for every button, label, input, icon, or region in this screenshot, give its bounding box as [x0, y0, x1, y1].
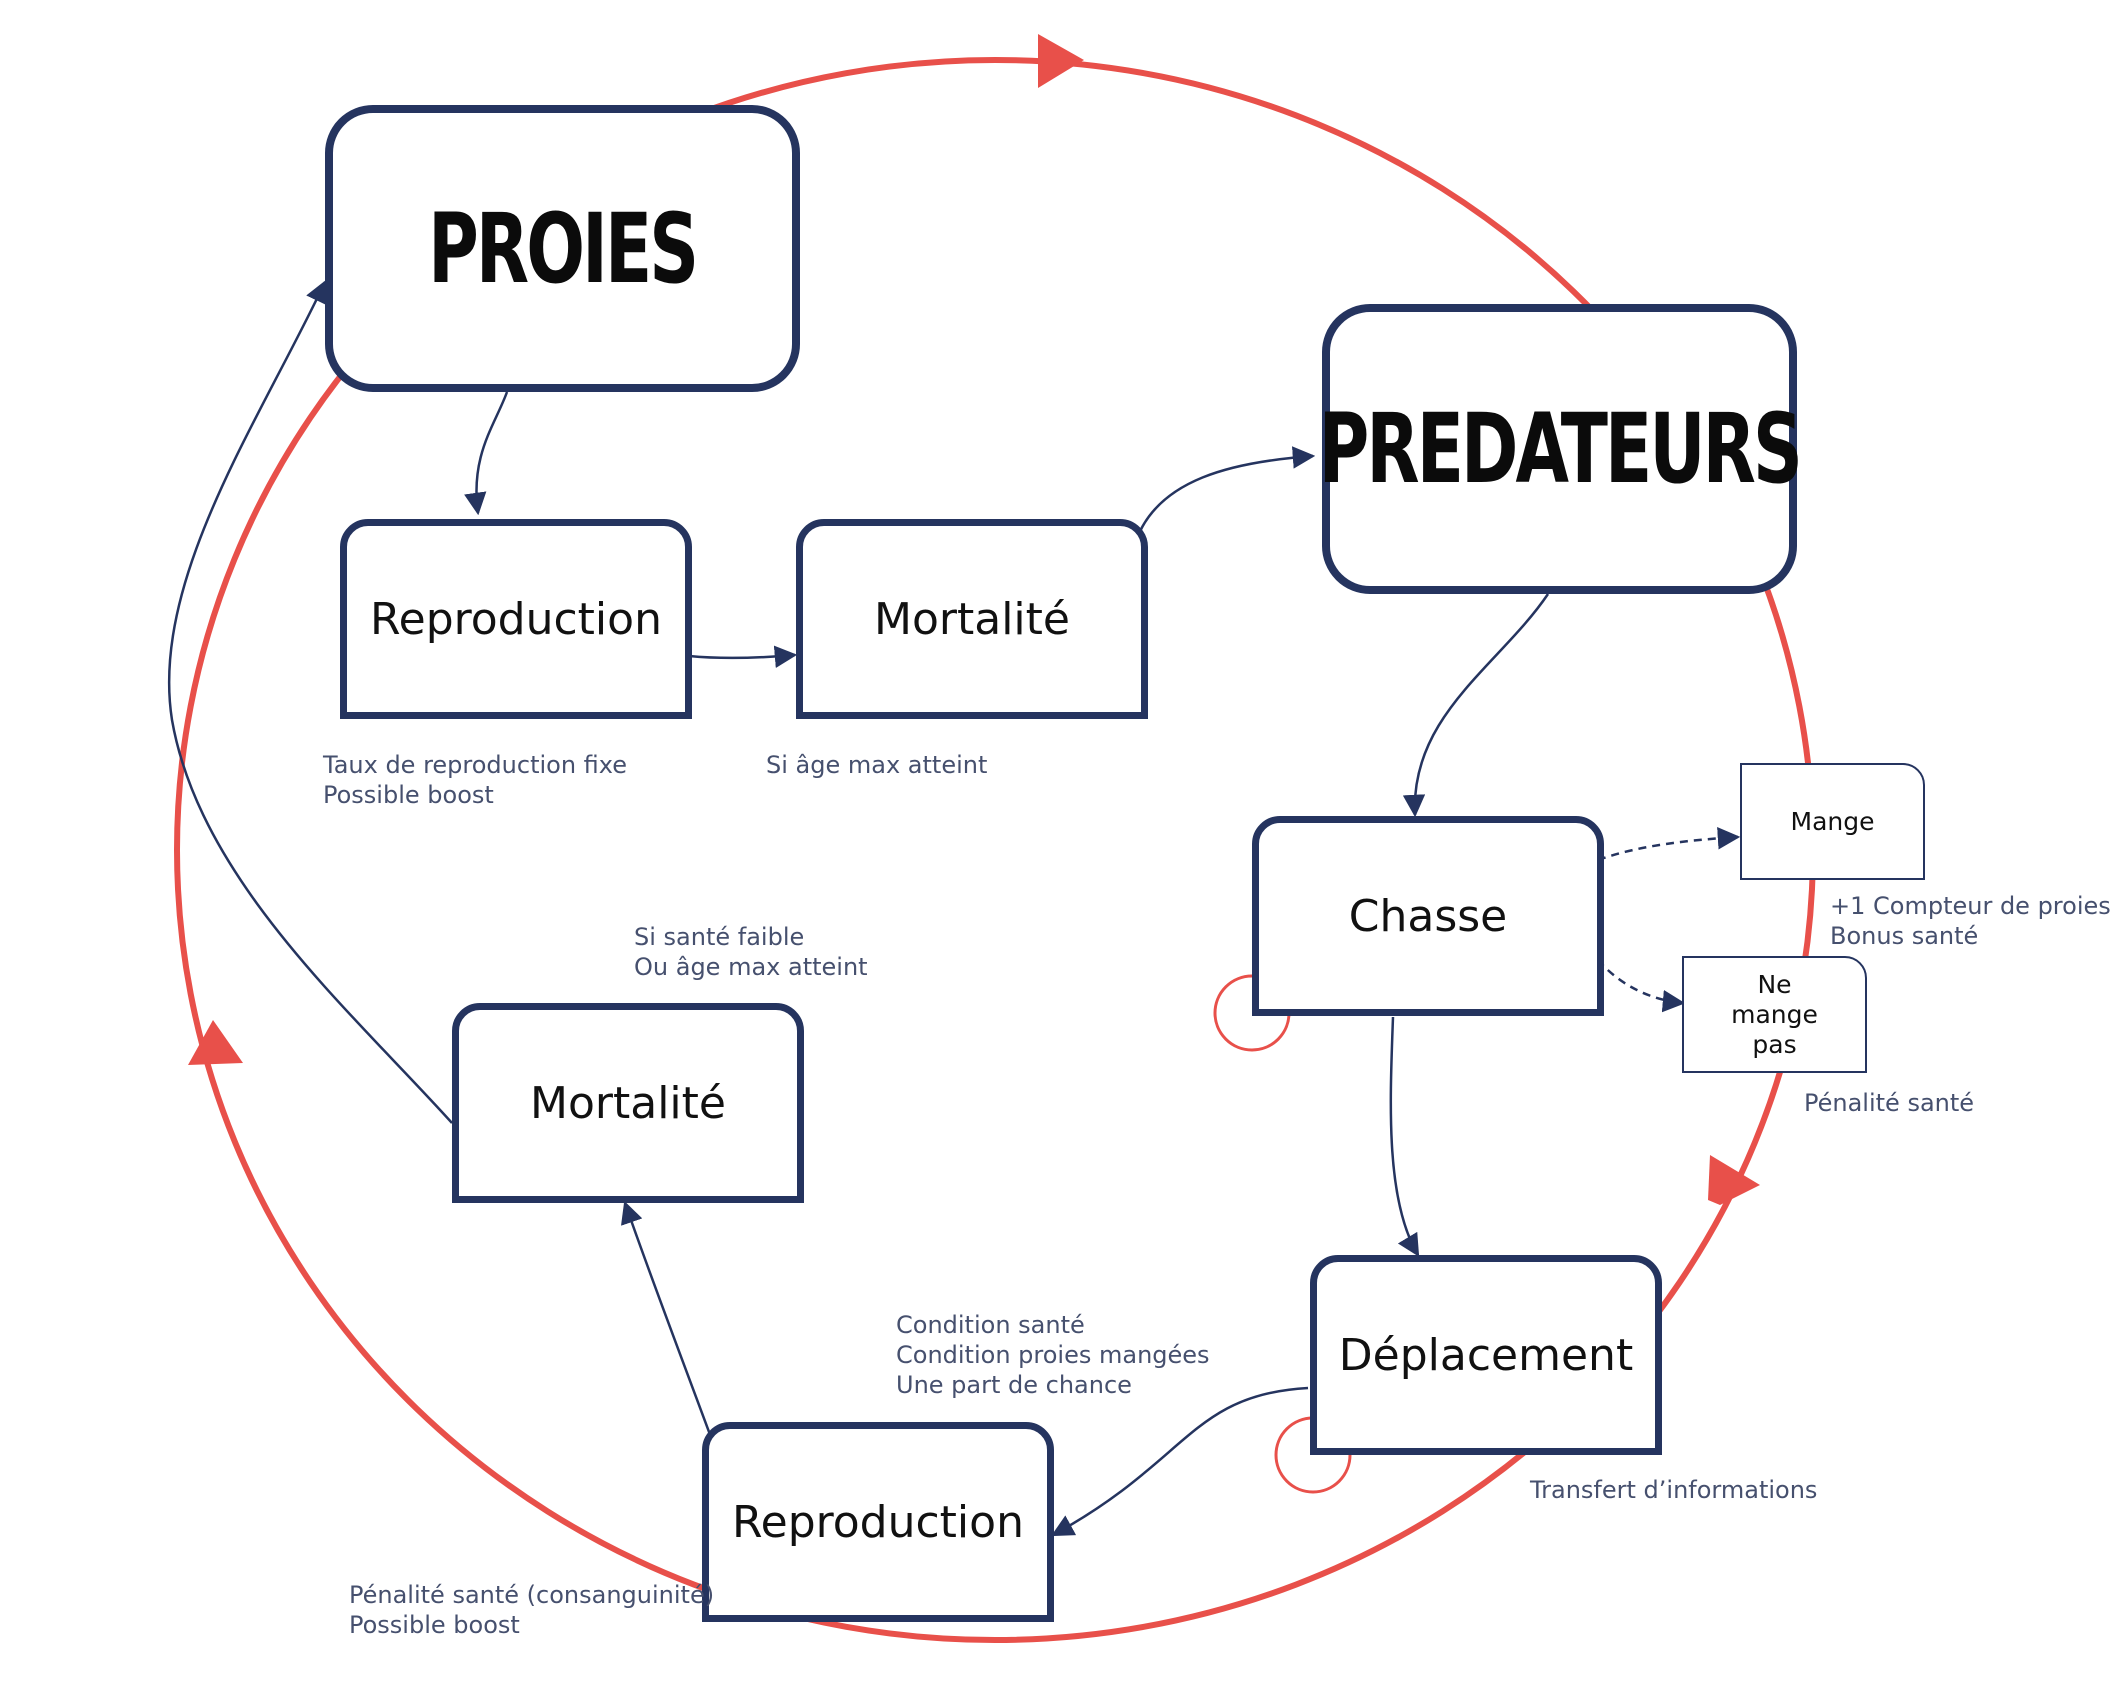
ne-mange-pas-box[interactable]: Ne mange pas: [1682, 956, 1867, 1073]
mange-box[interactable]: Mange: [1740, 763, 1925, 880]
predateurs-title: PREDATEURS: [1318, 393, 1803, 505]
predateurs-box[interactable]: PREDATEURS: [1318, 304, 1803, 594]
reproduction-pred-label: Reproduction: [732, 1496, 1024, 1548]
note-repro-proies: Taux de reproduction fixe Possible boost: [323, 751, 628, 809]
proies-title: PROIES: [428, 192, 699, 305]
mange-label: Mange: [1790, 807, 1875, 836]
reproduction-proies-box[interactable]: Reproduction: [340, 519, 692, 719]
mortalite-proies-box[interactable]: Mortalité: [796, 519, 1148, 719]
conn-mort-pred: [1135, 446, 1316, 539]
reproduction-proies-label: Reproduction: [370, 593, 662, 645]
note-mort-pred: Si santé faible Ou âge max atteint: [634, 923, 868, 981]
conn-chasse-deplacement: [1389, 1016, 1420, 1257]
note-mange: +1 Compteur de proies Bonus santé: [1830, 892, 2110, 950]
note-ne-mange-pas: Pénalité santé: [1804, 1089, 1975, 1117]
mortalite-pred-box[interactable]: Mortalité: [452, 1003, 804, 1203]
deplacement-box[interactable]: Déplacement: [1310, 1255, 1662, 1455]
note-repro-pred: Pénalité santé (consanguinité) Possible …: [349, 1581, 715, 1639]
conn-mort-proies: [167, 279, 453, 1124]
chasse-label: Chasse: [1348, 890, 1508, 942]
chasse-box[interactable]: Chasse: [1252, 816, 1604, 1016]
cycle-arrow-top: [1038, 34, 1084, 88]
mortalite-proies-label: Mortalité: [874, 593, 1070, 645]
proies-box[interactable]: PROIES: [325, 105, 800, 392]
note-mort-proies: Si âge max atteint: [766, 751, 988, 779]
conn-proies-repro: [464, 391, 509, 516]
ne-mange-pas-label: Ne mange pas: [1731, 969, 1818, 1059]
note-deplacement: Transfert d’informations: [1530, 1476, 1818, 1504]
cycle-arrow-left: [188, 1020, 243, 1065]
conn-chasse-nemange: [1597, 959, 1686, 1013]
note-repro-pred-cond: Condition santé Condition proies mangées…: [896, 1311, 1210, 1399]
reproduction-pred-box[interactable]: Reproduction: [702, 1422, 1054, 1622]
conn-repro-mort-pred: [621, 1200, 714, 1441]
deplacement-label: Déplacement: [1338, 1329, 1634, 1381]
conn-repro-mort: [688, 645, 798, 668]
conn-pred-chasse: [1402, 593, 1550, 818]
mortalite-pred-label: Mortalité: [530, 1077, 726, 1129]
conn-deplacement-repro: [1051, 1386, 1309, 1537]
conn-chasse-mange: [1597, 827, 1741, 862]
cycle-arrow-right: [1708, 1155, 1760, 1205]
